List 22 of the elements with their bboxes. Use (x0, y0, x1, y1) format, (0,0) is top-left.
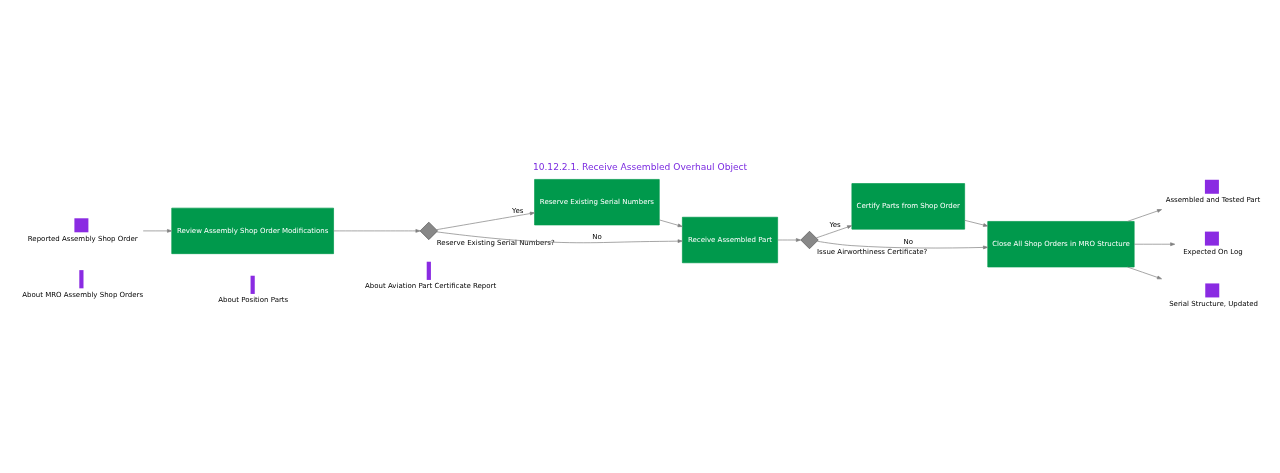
node-box (426, 261, 431, 280)
arrow (964, 219, 989, 227)
arrow (142, 229, 172, 233)
arrow (436, 231, 683, 244)
arrow (1127, 266, 1162, 280)
node-box (74, 218, 89, 233)
arrow (816, 240, 988, 250)
node-box (79, 270, 84, 289)
node-box (1204, 231, 1219, 246)
arrow (1133, 242, 1176, 247)
arrow (333, 229, 421, 233)
arrow (659, 219, 683, 228)
arrow (436, 211, 535, 231)
node-box (1205, 283, 1220, 298)
node-diamond (419, 221, 438, 240)
arrow (777, 238, 801, 242)
node-box (1204, 179, 1219, 194)
diagram-title: 10.12.2.1. Receive Assembled Overhaul Object (532, 161, 748, 172)
arrow (815, 225, 852, 239)
node-diamond (800, 230, 819, 250)
node-box (250, 275, 255, 294)
arrow (1127, 209, 1162, 222)
